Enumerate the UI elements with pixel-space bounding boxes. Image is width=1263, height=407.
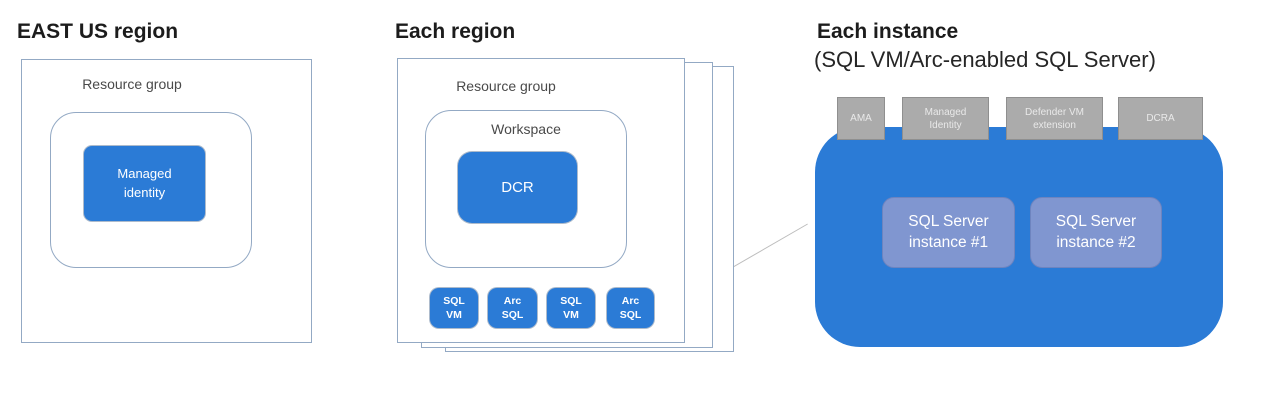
agent-box-arc-sql-1: Arc SQL — [488, 288, 537, 328]
managed-identity-box: Managed identity — [84, 146, 205, 221]
east-us-region-title: EAST US region — [17, 20, 179, 43]
dcr-box: DCR — [458, 152, 577, 223]
agent-box-sql-vm-2: SQL VM — [547, 288, 595, 328]
sql-server-instance-2-box: SQL Server instance #2 — [1030, 197, 1162, 268]
each-region-title: Each region — [395, 20, 516, 43]
extension-tab-ama: AMA — [837, 97, 885, 140]
agent-box-arc-sql-2: Arc SQL — [607, 288, 654, 328]
extension-tab-defender-vm: Defender VM extension — [1006, 97, 1103, 140]
region-resource-group-label: Resource group — [456, 78, 556, 94]
workspace-label: Workspace — [491, 121, 561, 137]
extension-tab-managed-identity: Managed Identity — [902, 97, 989, 140]
extension-tab-dcra: DCRA — [1118, 97, 1203, 140]
agent-box-sql-vm-1: SQL VM — [430, 288, 478, 328]
sql-server-instance-1-box: SQL Server instance #1 — [882, 197, 1015, 268]
each-instance-subtitle: (SQL VM/Arc-enabled SQL Server) — [814, 47, 1156, 72]
each-instance-title: Each instance — [817, 20, 959, 43]
east-us-resource-group-label: Resource group — [82, 76, 182, 92]
